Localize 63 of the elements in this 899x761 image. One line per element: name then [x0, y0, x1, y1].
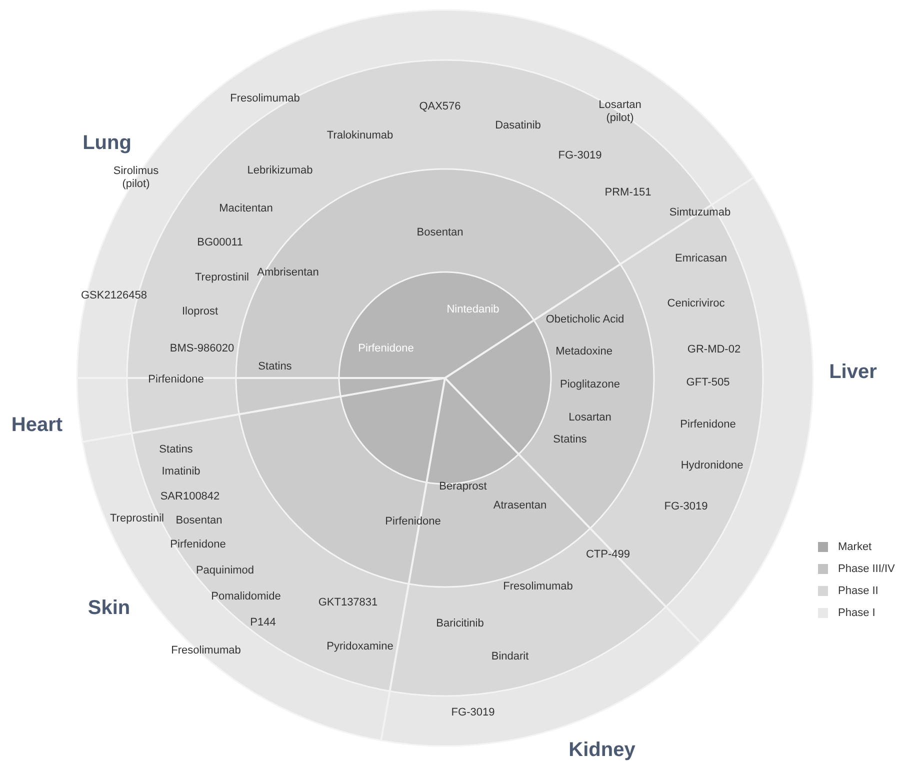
drug-label: Baricitinib	[436, 618, 484, 630]
drug-label: Fresolimumab	[230, 92, 300, 106]
drug-label: Statins	[159, 444, 193, 456]
drug-label: Bosentan	[176, 514, 222, 528]
organ-heading: Skin	[88, 597, 130, 619]
drug-label: P144	[250, 616, 276, 630]
drug-label: Lebrikizumab	[247, 164, 313, 178]
drug-label: Atrasentan	[493, 500, 547, 512]
drug-label: Pirfenidone	[680, 418, 736, 432]
drug-label: QAX576	[419, 100, 461, 114]
drug-label: Pomalidomide	[211, 590, 281, 604]
drug-label: Statins	[553, 434, 587, 446]
drug-label: Pyridoxamine	[326, 640, 394, 654]
drug-label: Fresolimumab	[171, 644, 241, 658]
legend-label: Phase I	[838, 607, 876, 619]
drug-label: Nintedanib	[446, 304, 500, 316]
drug-label: Pirfenidone	[385, 516, 441, 528]
drug-label: Simtuzumab	[669, 206, 731, 220]
drug-label: Treprostinil	[195, 272, 249, 284]
drug-label: Iloprost	[182, 306, 218, 318]
drug-label: Losartan (pilot)	[598, 99, 642, 125]
drug-label: Bindarit	[491, 650, 529, 664]
organ-heading: Kidney	[568, 739, 636, 761]
drug-label: Paquinimod	[196, 564, 254, 578]
drug-label: Treprostinil	[110, 512, 164, 526]
organ-heading: Lung	[82, 132, 132, 154]
drug-label: PRM-151	[604, 186, 652, 200]
drug-label: Beraprost	[439, 480, 487, 494]
drug-label: Sirolimus (pilot)	[112, 165, 160, 191]
drug-label: Imatinib	[162, 466, 200, 478]
drug-label: BG00011	[197, 236, 243, 250]
drug-label: Pioglitazone	[560, 378, 620, 392]
drug-label: Pirfenidone	[148, 374, 204, 386]
drug-label: Emricasan	[675, 252, 727, 266]
drug-label: Bosentan	[416, 226, 464, 240]
drug-label: FG-3019	[664, 500, 708, 514]
organ-heading: Liver	[829, 361, 877, 383]
drug-label: Fresolimumab	[503, 580, 573, 594]
drug-label: SAR100842	[160, 490, 220, 504]
drug-label: Ambrisentan	[257, 266, 319, 280]
drug-label: CTP-499	[586, 548, 630, 562]
organ-heading: Heart	[11, 414, 63, 436]
drug-label: GR-MD-02	[687, 344, 741, 356]
drug-label: FG-3019	[558, 150, 602, 162]
drug-label: Macitentan	[219, 202, 273, 216]
drug-label: Obeticholic Acid	[546, 314, 624, 326]
drug-label: GSK2126458	[80, 290, 148, 302]
drug-label: GKT137831	[318, 596, 378, 610]
drug-label: Pirfenidone	[358, 342, 414, 356]
drug-label: Cenicriviroc	[667, 298, 725, 310]
drug-label: Metadoxine	[556, 346, 612, 358]
drug-label: BMS-986020	[170, 342, 234, 356]
drug-label: FG-3019	[451, 706, 495, 720]
drug-label: Losartan	[568, 412, 612, 424]
drug-label: Statins	[258, 360, 292, 374]
drug-label: Hydronidone	[680, 460, 744, 472]
drug-label: Pirfenidone	[170, 538, 226, 552]
drug-label: Tralokinumab	[326, 130, 394, 142]
legend-label: Market	[838, 541, 872, 553]
legend-label: Phase II	[838, 585, 878, 597]
legend-label: Phase III/IV	[838, 563, 895, 575]
drug-label: GFT-505	[686, 376, 730, 390]
drug-label: Dasatinib	[495, 120, 541, 132]
